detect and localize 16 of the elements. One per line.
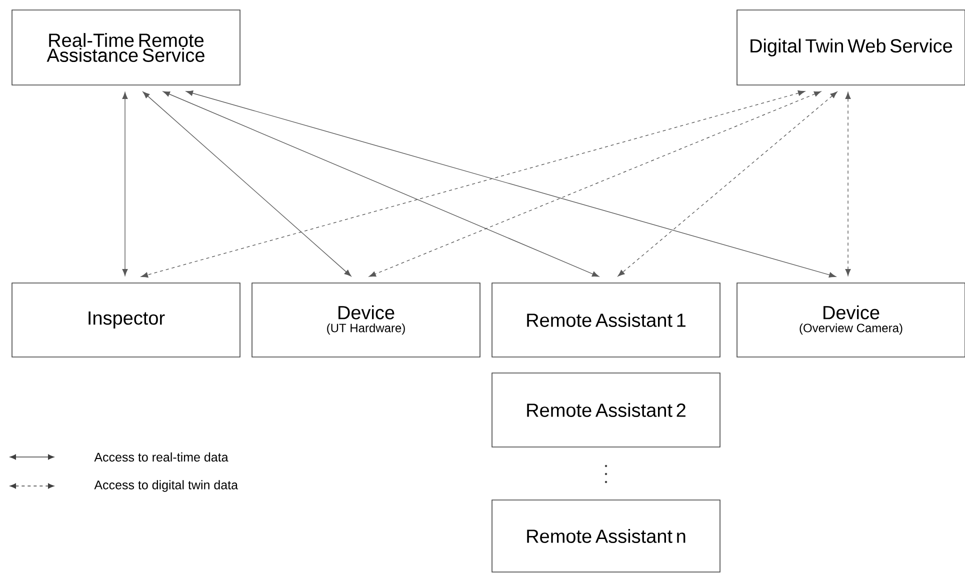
- arrow: [618, 92, 838, 276]
- arrow: [845, 92, 851, 276]
- arrow: [122, 92, 128, 276]
- service-box: Device (Overview Camera): [736, 282, 965, 358]
- service-box: Remote Assistant 1: [492, 282, 720, 358]
- service-box: Device (UT Hardware): [252, 282, 480, 358]
- arrow: [369, 91, 822, 277]
- service-box: Digital Twin Web Service: [736, 10, 965, 86]
- service-box: Remote Assistant 2: [492, 372, 720, 448]
- arrow: [142, 92, 352, 276]
- legend-text: Access to digital twin data: [94, 480, 238, 492]
- service-box: Real-Time Remote Assistance Service: [12, 10, 240, 86]
- service-box: Remote Assistant n: [492, 500, 720, 572]
- legend-text: Access to real-time data: [94, 452, 228, 462]
- service-box: Inspector: [12, 282, 240, 358]
- arrow: [162, 91, 600, 277]
